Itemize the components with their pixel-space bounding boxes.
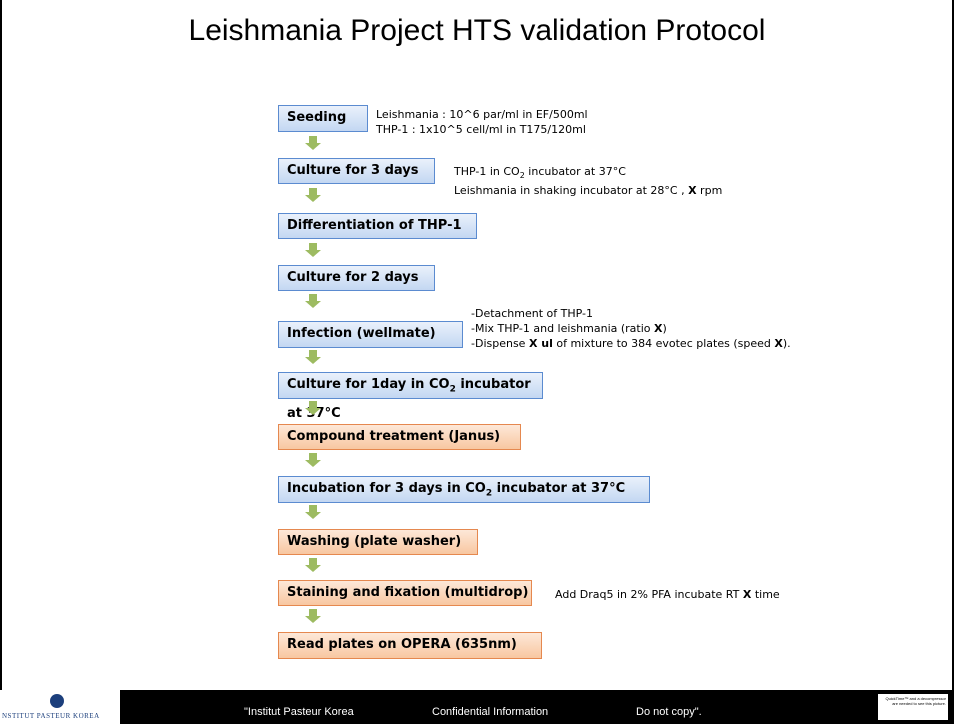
footer-logo-area: NSTITUT PASTEUR KOREA <box>0 690 120 724</box>
logo-text: NSTITUT PASTEUR KOREA <box>2 712 100 720</box>
note-infection-line3: -Dispense X ul of mixture to 384 evotec … <box>471 337 791 350</box>
footer-do-not-copy: Do not copy". <box>636 706 702 718</box>
step-compound-treatment: Compound treatment (Janus) <box>278 424 521 450</box>
institut-pasteur-logo-icon <box>50 694 64 708</box>
note-seeding: Leishmania : 10^6 par/ml in EF/500ml THP… <box>376 107 588 137</box>
footer-bar: NSTITUT PASTEUR KOREA "Institut Pasteur … <box>0 690 954 724</box>
step-incubation-3-days: Incubation for 3 days in CO2 incubator a… <box>278 476 650 503</box>
step-infection: Infection (wellmate) <box>278 321 463 348</box>
step-culture-3-days: Culture for 3 days <box>278 158 435 184</box>
quicktime-placeholder: QuickTime™ and a decompressor are needed… <box>878 694 948 720</box>
note-infection-line1: -Detachment of THP-1 <box>471 307 593 320</box>
step-seeding: Seeding <box>278 105 368 132</box>
note-culture-3-days: THP-1 in CO2 incubator at 37°C Leishmani… <box>454 164 722 198</box>
note-culture-3-line1: THP-1 in CO2 incubator at 37°C <box>454 165 626 181</box>
note-seeding-line2: THP-1 : 1x10^5 cell/ml in T175/120ml <box>376 123 586 136</box>
slide-border-right <box>952 0 954 690</box>
note-culture-3-line2: Leishmania in shaking incubator at 28°C … <box>454 184 723 198</box>
step-differentiation: Differentiation of THP-1 <box>278 213 477 239</box>
slide-title: Leishmania Project HTS validation Protoc… <box>188 14 766 47</box>
note-seeding-line1: Leishmania : 10^6 par/ml in EF/500ml <box>376 108 588 121</box>
footer-quote-open: "Institut Pasteur Korea <box>244 706 354 718</box>
step-read-plates: Read plates on OPERA (635nm) <box>278 632 542 659</box>
slide-border-left <box>0 0 2 690</box>
note-staining: Add Draq5 in 2% PFA incubate RT X time <box>555 588 780 601</box>
quicktime-text: QuickTime™ and a decompressor are needed… <box>885 696 946 706</box>
step-staining-fixation: Staining and fixation (multidrop) <box>278 580 532 606</box>
note-infection-line2: -Mix THP-1 and leishmania (ratio X) <box>471 322 667 335</box>
step-washing: Washing (plate washer) <box>278 529 478 555</box>
step-culture-2-days: Culture for 2 days <box>278 265 435 291</box>
footer-confidential: Confidential Information <box>432 706 549 718</box>
note-infection: -Detachment of THP-1 -Mix THP-1 and leis… <box>471 306 791 351</box>
step-culture-1-day: Culture for 1day in CO2 incubator at 37°… <box>278 372 543 421</box>
